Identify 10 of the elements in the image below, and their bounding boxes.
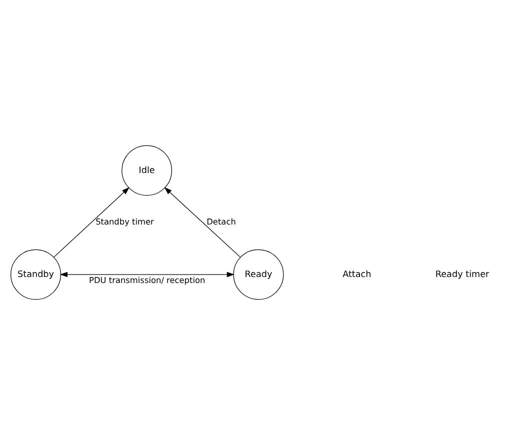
edge-label: Detach (206, 216, 236, 227)
label: Ready timer (435, 270, 490, 280)
arrow (54, 187, 130, 258)
node-circle: Ready (233, 249, 284, 300)
arrow (60, 272, 234, 278)
arrow (164, 187, 241, 258)
node-circle: Standby (10, 249, 61, 300)
edge-label: Standby timer (96, 216, 154, 227)
label: Attach (342, 270, 372, 280)
edge-label: PDU transmission/ reception (89, 275, 206, 286)
